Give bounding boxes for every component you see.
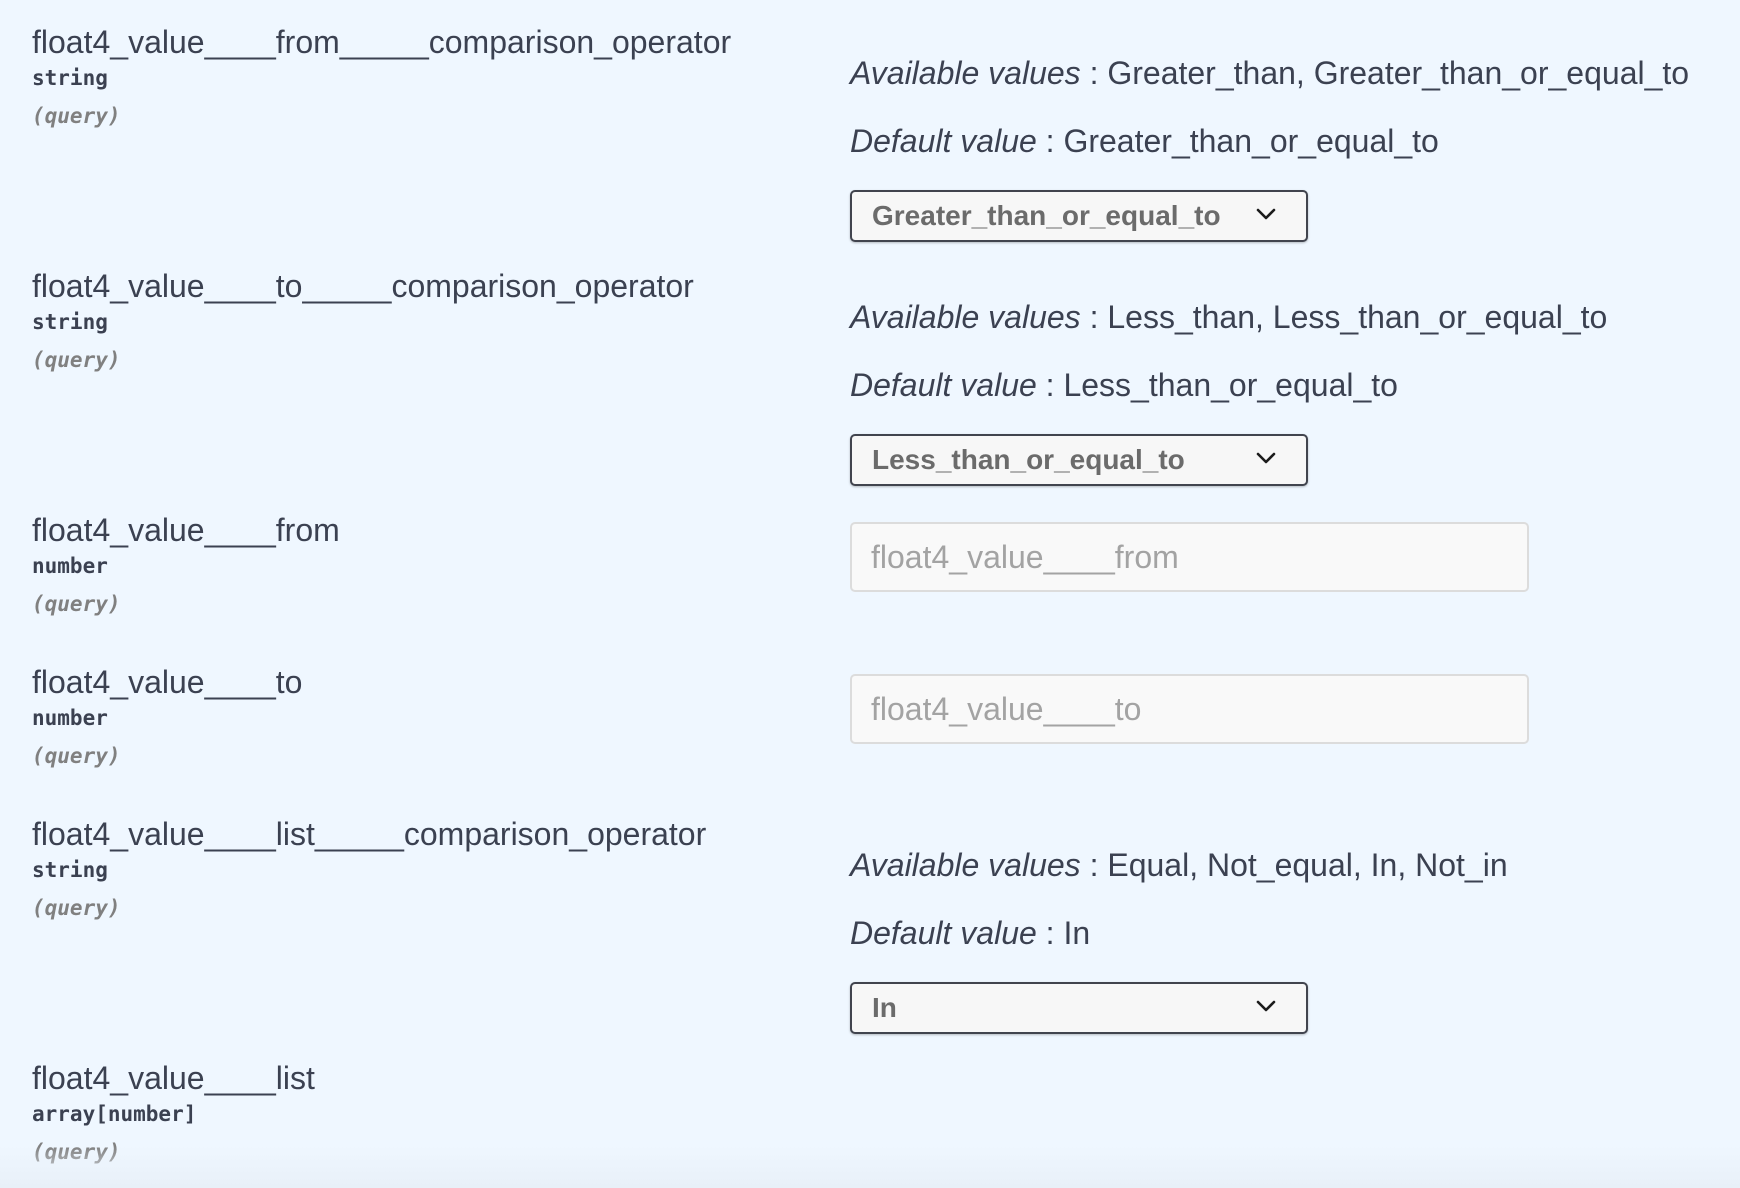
available-values-label: Available values (850, 55, 1081, 91)
available-values-label: Available values (850, 847, 1081, 883)
parameter-name-column: float4_value____from_____comparison_oper… (32, 22, 812, 130)
parameter-location: (query) (32, 348, 121, 372)
meta-separator: : (1036, 915, 1064, 951)
default-value: Default value : Greater_than_or_equal_to (850, 121, 1710, 161)
float4-value-from-input[interactable] (850, 522, 1529, 592)
available-values-text: Greater_than, Greater_than_or_equal_to (1107, 55, 1690, 91)
default-value: Default value : In (850, 913, 1710, 953)
parameter-name: float4_value____to (32, 664, 303, 700)
parameter-type: number (32, 706, 108, 730)
parameter-name-column: float4_value____list_____comparison_oper… (32, 814, 812, 922)
parameter-name-column: float4_value____from number (query) (32, 510, 812, 618)
select-selected-value: In (872, 992, 897, 1023)
parameter-type: string (32, 66, 108, 90)
default-value-text: In (1063, 915, 1091, 951)
parameter-name: float4_value____from_____comparison_oper… (32, 24, 732, 60)
parameter-location: (query) (32, 592, 121, 616)
float4-value-to-input[interactable] (850, 674, 1529, 744)
select-selected-value: Less_than_or_equal_to (872, 444, 1185, 475)
parameter-location: (query) (32, 104, 121, 128)
available-values-label: Available values (850, 299, 1081, 335)
parameter-name: float4_value____from (32, 512, 340, 548)
parameter-type: array[number] (32, 1102, 197, 1126)
available-values: Available values : Equal, Not_equal, In,… (850, 845, 1710, 885)
chevron-down-icon (1256, 1000, 1276, 1012)
comparison-operator-select[interactable]: Greater_than_or_equal_to (850, 190, 1308, 242)
available-values-text: Less_than, Less_than_or_equal_to (1107, 299, 1608, 335)
parameter-description: Available values : Greater_than, Greater… (850, 53, 1710, 242)
parameter-location: (query) (32, 744, 121, 768)
chevron-down-icon (1256, 452, 1276, 464)
default-value-label: Default value (850, 367, 1037, 403)
default-value-text: Greater_than_or_equal_to (1063, 123, 1439, 159)
default-value-label: Default value (850, 915, 1037, 951)
meta-separator: : (1036, 367, 1064, 403)
parameter-location: (query) (32, 896, 121, 920)
available-values: Available values : Less_than, Less_than_… (850, 297, 1710, 337)
default-value: Default value : Less_than_or_equal_to (850, 365, 1710, 405)
parameter-name: float4_value____list_____comparison_oper… (32, 816, 707, 852)
meta-separator: : (1080, 55, 1108, 91)
chevron-down-icon (1256, 208, 1276, 220)
available-values: Available values : Greater_than, Greater… (850, 53, 1710, 93)
parameter-name-column: float4_value____to_____comparison_operat… (32, 266, 812, 374)
parameter-name: float4_value____list (32, 1060, 315, 1096)
parameter-name-column: float4_value____list array[number] (quer… (32, 1058, 812, 1166)
bottom-fade (0, 1146, 1740, 1188)
meta-separator: : (1080, 299, 1108, 335)
parameter-type: string (32, 858, 108, 882)
meta-separator: : (1036, 123, 1064, 159)
parameter-description: Available values : Less_than, Less_than_… (850, 297, 1710, 486)
select-selected-value: Greater_than_or_equal_to (872, 200, 1221, 231)
default-value-label: Default value (850, 123, 1037, 159)
meta-separator: : (1080, 847, 1108, 883)
comparison-operator-select[interactable]: In (850, 982, 1308, 1034)
parameter-description: Available values : Equal, Not_equal, In,… (850, 845, 1710, 1034)
parameter-type: number (32, 554, 108, 578)
parameter-name-column: float4_value____to number (query) (32, 662, 812, 770)
default-value-text: Less_than_or_equal_to (1063, 367, 1398, 403)
parameter-type: string (32, 310, 108, 334)
available-values-text: Equal, Not_equal, In, Not_in (1107, 847, 1508, 883)
parameter-name: float4_value____to_____comparison_operat… (32, 268, 694, 304)
comparison-operator-select[interactable]: Less_than_or_equal_to (850, 434, 1308, 486)
